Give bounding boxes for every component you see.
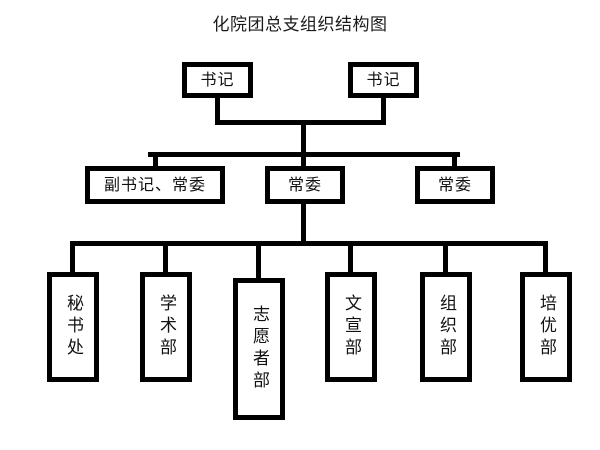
connector-stem-standing-committee-right [452, 152, 457, 168]
org-node-training-department: 培优部 [520, 272, 572, 382]
org-node-label: 书记 [200, 70, 235, 89]
org-node-label: 常委 [437, 175, 472, 194]
org-node-label: 常委 [287, 175, 322, 194]
org-node-standing-committee-right: 常委 [415, 166, 495, 204]
connector-stem-publicity [348, 241, 353, 274]
org-node-label: 培优部 [536, 294, 556, 360]
connector-stem-academic [163, 241, 168, 274]
connector-stem-secretariat [70, 241, 75, 274]
org-node-label: 文宣部 [341, 294, 361, 360]
org-node-label: 书记 [366, 70, 401, 89]
connector-stem-training [543, 241, 548, 274]
connector-stem-deputy-secretary [153, 152, 158, 168]
connector-stem-secretary-right [381, 97, 386, 124]
org-node-volunteer-department: 志愿者部 [233, 278, 285, 420]
org-node-publicity-department: 文宣部 [325, 272, 377, 382]
org-node-secretary-left: 书记 [182, 62, 253, 98]
org-node-label: 学术部 [156, 294, 176, 360]
connector-stem-level1-to-level2 [301, 120, 306, 157]
page-title: 化院团总支组织结构图 [212, 15, 388, 35]
org-node-secretary-right: 书记 [348, 62, 419, 98]
connector-stem-standing-committee-middle [301, 152, 306, 168]
org-node-label: 副书记、常委 [103, 175, 206, 194]
org-node-standing-committee-middle: 常委 [265, 166, 345, 204]
connector-stem-volunteer [256, 241, 261, 280]
connector-stem-organization [443, 241, 448, 274]
org-node-academic-department: 学术部 [140, 272, 192, 382]
connector-stem-secretary-left [215, 97, 220, 124]
org-node-label: 秘书处 [63, 294, 83, 360]
connector-stem-level2-to-level3 [301, 204, 306, 246]
org-node-organization-department: 组织部 [420, 272, 472, 382]
org-node-label: 组织部 [436, 294, 456, 360]
org-node-secretariat: 秘书处 [47, 272, 99, 382]
connector-bus-level3 [70, 241, 548, 246]
org-node-label: 志愿者部 [249, 305, 269, 393]
org-node-deputy-secretary: 副书记、常委 [85, 166, 225, 204]
connector-bus-level1 [215, 120, 386, 125]
